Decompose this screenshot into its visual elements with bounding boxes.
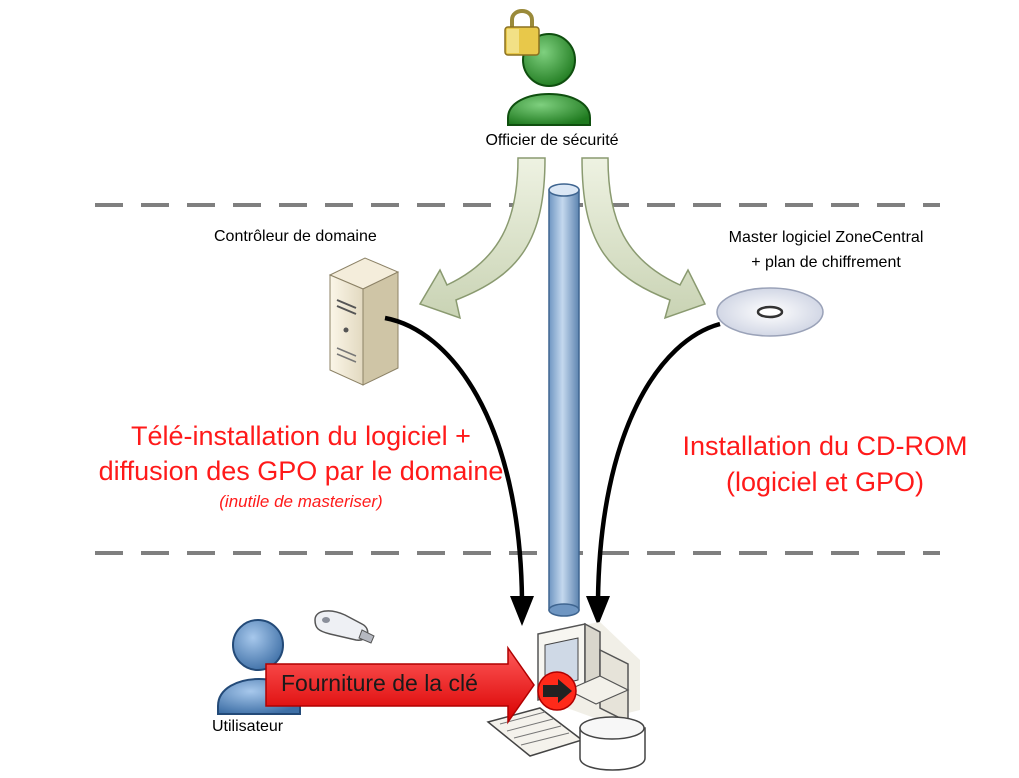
key-supply-banner (265, 645, 535, 725)
distribution-arrow-right (581, 157, 707, 320)
remote-install-note: (inutile de masteriser) (219, 492, 383, 511)
distribution-arrow-left (418, 157, 546, 320)
security-officer-icon (504, 9, 591, 126)
master-software-label: Master logiciel ZoneCentral (728, 229, 924, 246)
remote-install-title-line2: diffusion des GPO par le domaine (98, 456, 504, 486)
domain-controller-server-icon (328, 257, 400, 386)
cdrom-install-title-line2: (logiciel et GPO) (725, 467, 925, 497)
remote-install-arrow (384, 315, 525, 601)
cdrom-install-arrow (595, 321, 721, 601)
key-supply-label: Fourniture de la clé (281, 670, 478, 696)
encryption-plan-label: + plan de chiffrement (751, 254, 901, 271)
security-officer-label: Officier de sécurité (485, 132, 619, 149)
remote-install-title-line1: Télé-installation du logiciel + (131, 421, 471, 451)
cdrom-install-title-line1: Installation du CD-ROM (682, 431, 968, 461)
central-channel-pipe (548, 183, 580, 617)
domain-controller-label: Contrôleur de domaine (214, 228, 377, 245)
user-label: Utilisateur (212, 718, 284, 735)
run-arrow-icon (537, 671, 577, 711)
cd-rom-icon (716, 287, 824, 337)
padlock-icon (504, 9, 540, 56)
usb-key-icon (314, 610, 375, 644)
